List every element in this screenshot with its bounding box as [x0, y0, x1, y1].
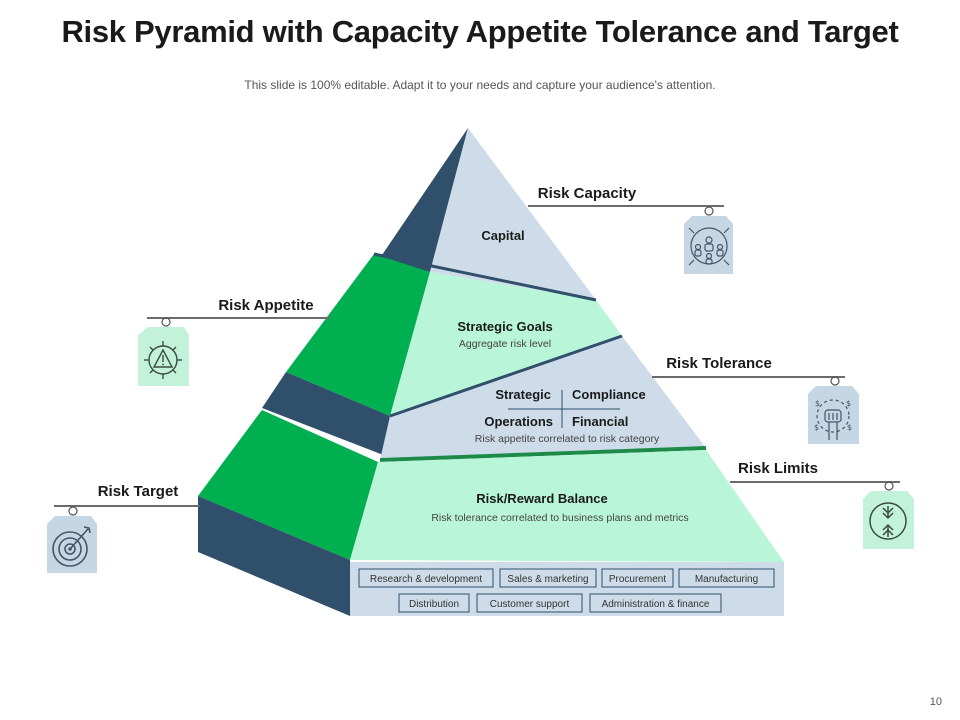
svg-text:$: $	[846, 399, 851, 408]
base-categories	[358, 568, 775, 613]
pyramid-level-operations	[380, 336, 706, 460]
category-box	[589, 593, 722, 613]
slide-title: Risk Pyramid with Capacity Appetite Tole…	[61, 14, 899, 49]
quadrant-compliance: Compliance	[572, 387, 646, 402]
category-box	[601, 568, 674, 588]
category-distribution: Distribution	[409, 599, 459, 610]
risk-category-quadrant: Strategic Compliance Operations Financia…	[484, 387, 645, 429]
target-icon	[47, 506, 97, 573]
slide-subtitle: This slide is 100% editable. Adapt it to…	[244, 78, 716, 92]
tag-lines	[54, 205, 900, 507]
level-risk-reward-title: Risk/Reward Balance	[476, 491, 608, 506]
pyramid-level-risk-reward-side	[198, 410, 378, 560]
tag-risk-limits-label: Risk Limits	[738, 460, 818, 477]
pyramid-level-risk-reward	[350, 450, 784, 562]
pyramid-dark-edge-2	[262, 372, 390, 456]
gear-warning-icon	[138, 317, 189, 386]
category-customer-support: Customer support	[490, 599, 570, 610]
tag-risk-capacity-label: Risk Capacity	[538, 185, 637, 202]
category-box	[398, 593, 470, 613]
category-box	[476, 593, 583, 613]
svg-text:$: $	[814, 423, 819, 432]
category-research: Research & development	[370, 574, 483, 585]
category-sales: Sales & marketing	[507, 574, 588, 585]
category-administration: Administration & finance	[602, 599, 710, 610]
level-operations-subtitle: Risk appetite correlated to risk categor…	[475, 433, 660, 445]
level-capital-title: Capital	[481, 228, 524, 243]
tag-risk-tolerance-label: Risk Tolerance	[666, 355, 772, 372]
pyramid-level-strategic-goals-side	[286, 254, 430, 416]
quadrant-operations: Operations	[484, 414, 553, 429]
people-network-icon	[684, 206, 733, 274]
pyramid	[198, 128, 784, 616]
pyramid-base-front	[350, 562, 784, 616]
level-strategic-goals-title: Strategic Goals	[457, 319, 552, 334]
tag-risk-target-label: Risk Target	[98, 483, 179, 500]
tag-risk-appetite-label: Risk Appetite	[218, 297, 313, 314]
pyramid-level-strategic-goals	[390, 272, 622, 416]
pyramid-top-side-face	[380, 128, 468, 272]
category-procurement: Procurement	[609, 574, 666, 585]
svg-text:$: $	[815, 399, 820, 408]
pyramid-level-capital	[430, 128, 596, 300]
category-box	[499, 568, 597, 588]
category-box	[358, 568, 494, 588]
level-risk-reward-subtitle: Risk tolerance correlated to business pl…	[431, 512, 688, 524]
category-box	[678, 568, 775, 588]
category-manufacturing: Manufacturing	[695, 574, 758, 585]
quadrant-financial: Financial	[572, 414, 628, 429]
quadrant-strategic: Strategic	[495, 387, 551, 402]
arrows-limit-icon	[863, 481, 914, 549]
page-number: 10	[929, 696, 942, 708]
money-hand-icon: $ $ $ $	[808, 376, 859, 444]
level-strategic-goals-subtitle: Aggregate risk level	[459, 338, 551, 350]
svg-text:$: $	[847, 423, 852, 432]
pyramid-base-side	[198, 496, 350, 616]
